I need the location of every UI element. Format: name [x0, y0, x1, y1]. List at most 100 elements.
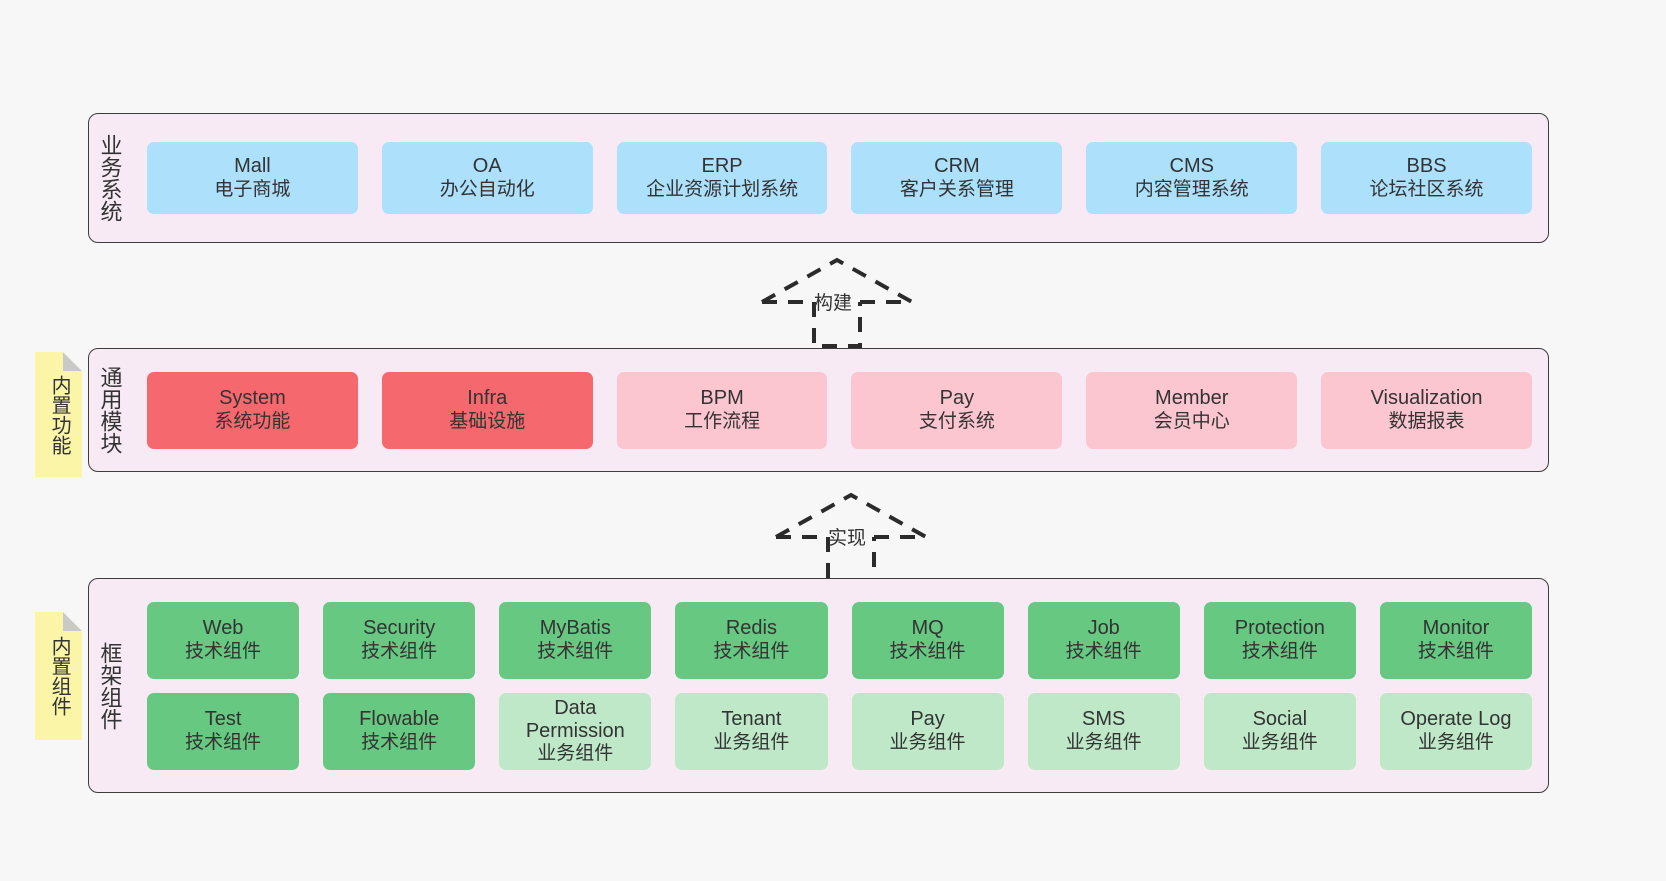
node-title: Security — [363, 617, 436, 640]
connector-label: 实现 — [828, 528, 867, 549]
node-subtitle: 会员中心 — [1153, 410, 1230, 432]
node-subtitle: 数据报表 — [1388, 410, 1465, 432]
node-erp[interactable]: ERP 企业资源计划系统 — [616, 142, 828, 214]
node-subtitle: 技术组件 — [1417, 640, 1494, 662]
node-subtitle: 业务组件 — [537, 743, 614, 765]
node-subtitle: 技术组件 — [185, 731, 262, 753]
node-pay[interactable]: Pay 支付系统 — [851, 371, 1063, 449]
layer-row: Web 技术组件 Security 技术组件 MyBatis 技术组件 Redi… — [147, 601, 1532, 679]
node-subtitle: 支付系统 — [918, 410, 995, 432]
connector-implement: 实现 — [766, 484, 936, 584]
node-subtitle: 技术组件 — [537, 640, 614, 662]
node-title: BPM — [700, 387, 744, 410]
layer-row: System 系统功能 Infra 基础设施 BPM 工作流程 Pay 支付系统… — [147, 371, 1532, 449]
node-subtitle: 内容管理系统 — [1134, 178, 1249, 200]
node-job[interactable]: Job 技术组件 — [1027, 601, 1180, 679]
node-subtitle: 基础设施 — [449, 410, 526, 432]
node-title: MQ — [911, 617, 944, 640]
node-subtitle: 技术组件 — [185, 640, 262, 662]
layer-common-modules: 通用模块 System 系统功能 Infra 基础设施 BPM 工作流程 Pay… — [88, 348, 1549, 472]
layer-framework-components: 框架组件 Web 技术组件 Security 技术组件 MyBatis 技术组件… — [88, 578, 1549, 793]
node-title: Pay — [939, 387, 975, 410]
note-fold-corner-icon — [63, 612, 82, 631]
note-text: 内置功能 — [48, 374, 71, 455]
node-title: MyBatis — [539, 617, 611, 640]
dashed-generalization-arrow-icon — [761, 257, 913, 348]
node-infra[interactable]: Infra 基础设施 — [381, 371, 593, 449]
node-title: SMS — [1082, 708, 1126, 731]
node-subtitle: 技术组件 — [1241, 640, 1318, 662]
note-fold-corner-icon — [63, 352, 82, 371]
node-subtitle: 业务组件 — [1417, 731, 1494, 753]
node-operate-log[interactable]: Operate Log 业务组件 — [1379, 692, 1532, 770]
node-bbs[interactable]: BBS 论坛社区系统 — [1321, 142, 1532, 214]
node-subtitle: 业务组件 — [713, 731, 790, 753]
node-tenant[interactable]: Tenant 业务组件 — [675, 692, 828, 770]
node-title: Social — [1252, 708, 1308, 731]
node-title: ERP — [701, 155, 743, 178]
node-title: Tenant — [721, 708, 782, 731]
node-visualization[interactable]: Visualization 数据报表 — [1321, 371, 1532, 449]
node-pay-business[interactable]: Pay 业务组件 — [851, 692, 1004, 770]
node-cms[interactable]: CMS 内容管理系统 — [1086, 142, 1298, 214]
node-flowable[interactable]: Flowable 技术组件 — [323, 692, 476, 770]
node-monitor[interactable]: Monitor 技术组件 — [1379, 601, 1532, 679]
node-subtitle: 技术组件 — [889, 640, 966, 662]
node-subtitle: 技术组件 — [713, 640, 790, 662]
node-title: BBS — [1406, 155, 1447, 178]
node-title: Redis — [725, 617, 777, 640]
node-title: Visualization — [1370, 387, 1483, 410]
node-data-permission[interactable]: Data Permission 业务组件 — [499, 692, 652, 770]
node-subtitle: 客户关系管理 — [899, 178, 1014, 200]
node-title: CRM — [934, 155, 980, 178]
layer-body-common-modules: System 系统功能 Infra 基础设施 BPM 工作流程 Pay 支付系统… — [131, 349, 1548, 471]
layer-row: Test 技术组件 Flowable 技术组件 Data Permission … — [147, 692, 1532, 770]
node-sms[interactable]: SMS 业务组件 — [1027, 692, 1180, 770]
node-title: OA — [472, 155, 502, 178]
layer-title-common-modules: 通用模块 — [97, 366, 123, 454]
node-social[interactable]: Social 业务组件 — [1203, 692, 1356, 770]
node-title: Protection — [1234, 617, 1325, 640]
node-subtitle: 企业资源计划系统 — [646, 178, 799, 200]
node-web[interactable]: Web 技术组件 — [147, 601, 300, 679]
layer-body-framework-components: Web 技术组件 Security 技术组件 MyBatis 技术组件 Redi… — [131, 579, 1548, 792]
node-bpm[interactable]: BPM 工作流程 — [616, 371, 828, 449]
node-subtitle: 电子商城 — [214, 178, 291, 200]
layer-business-systems: 业务系统 Mall 电子商城 OA 办公自动化 ERP 企业资源计划系统 CRM… — [88, 113, 1549, 243]
connector-build: 构建 — [752, 249, 922, 349]
node-crm[interactable]: CRM 客户关系管理 — [851, 142, 1063, 214]
node-subtitle: 系统功能 — [214, 410, 291, 432]
node-test[interactable]: Test 技术组件 — [147, 692, 300, 770]
node-title: Infra — [467, 387, 508, 410]
node-protection[interactable]: Protection 技术组件 — [1203, 601, 1356, 679]
node-member[interactable]: Member 会员中心 — [1086, 371, 1298, 449]
node-system[interactable]: System 系统功能 — [147, 371, 358, 449]
node-title: Flowable — [359, 708, 440, 731]
node-title: Pay — [910, 708, 945, 731]
layer-title-business-systems: 业务系统 — [97, 134, 123, 222]
node-mybatis[interactable]: MyBatis 技术组件 — [499, 601, 652, 679]
node-security[interactable]: Security 技术组件 — [323, 601, 476, 679]
node-mq[interactable]: MQ 技术组件 — [851, 601, 1004, 679]
node-title: System — [219, 387, 286, 410]
node-redis[interactable]: Redis 技术组件 — [675, 601, 828, 679]
node-subtitle: 论坛社区系统 — [1369, 178, 1484, 200]
node-subtitle: 办公自动化 — [439, 178, 535, 200]
node-subtitle: 业务组件 — [1065, 731, 1142, 753]
node-oa[interactable]: OA 办公自动化 — [381, 142, 593, 214]
node-title: Data Permission — [525, 696, 625, 742]
layer-body-business-systems: Mall 电子商城 OA 办公自动化 ERP 企业资源计划系统 CRM 客户关系… — [131, 114, 1548, 242]
node-mall[interactable]: Mall 电子商城 — [147, 142, 358, 214]
node-subtitle: 工作流程 — [684, 410, 761, 432]
node-title: CMS — [1169, 155, 1214, 178]
layer-row: Mall 电子商城 OA 办公自动化 ERP 企业资源计划系统 CRM 客户关系… — [147, 142, 1532, 214]
layer-title-framework-components: 框架组件 — [97, 641, 123, 730]
connector-label: 构建 — [814, 293, 853, 314]
node-subtitle: 业务组件 — [1241, 731, 1318, 753]
node-title: Job — [1087, 617, 1120, 640]
dashed-generalization-arrow-icon — [775, 492, 927, 583]
node-title: Monitor — [1422, 617, 1490, 640]
node-title: Web — [202, 617, 244, 640]
node-subtitle: 技术组件 — [1065, 640, 1142, 662]
